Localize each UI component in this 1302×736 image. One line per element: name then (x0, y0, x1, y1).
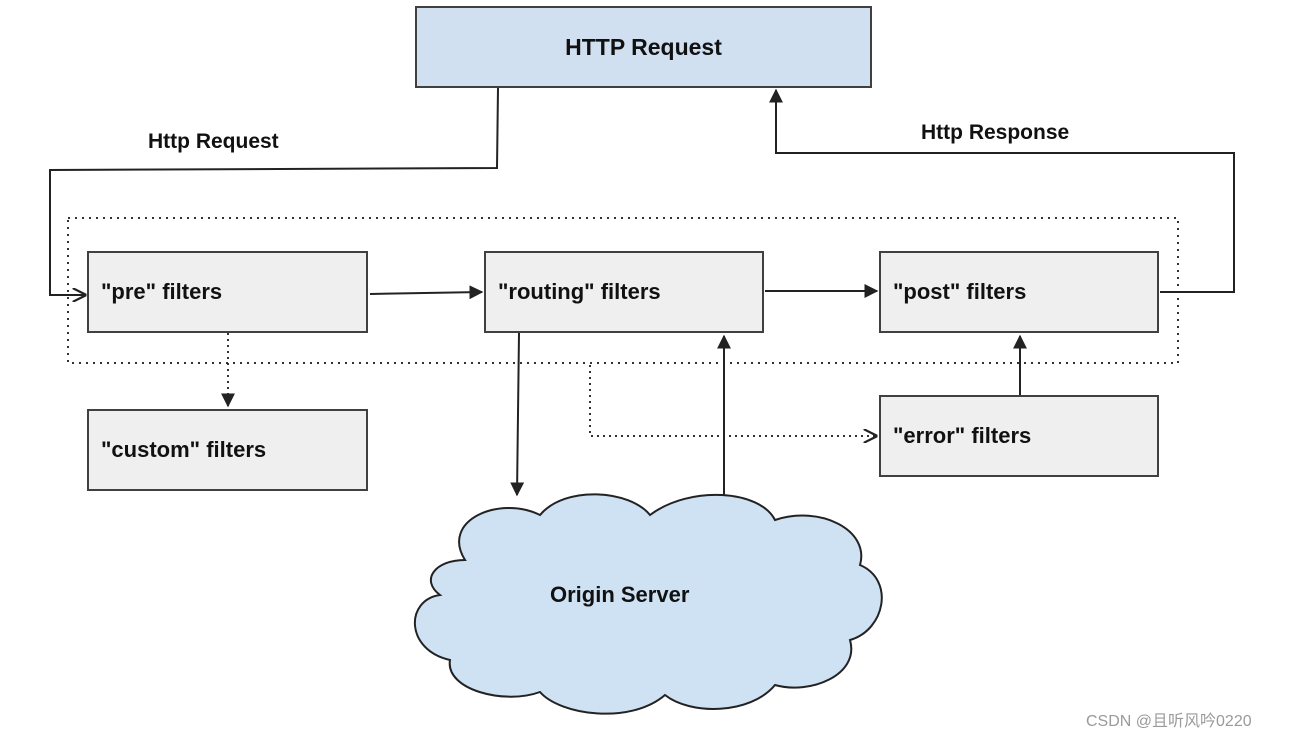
custom-filters-label: "custom" filters (101, 437, 267, 462)
origin-server-label: Origin Server (550, 582, 690, 607)
routing-filters-box: "routing" filters (484, 251, 764, 333)
csdn-watermark: CSDN @且听风吟0220 (1086, 713, 1252, 730)
error-filters-label: "error" filters (893, 423, 1032, 448)
post-filters-label: "post" filters (893, 279, 1027, 304)
to-error-arrow (589, 365, 876, 436)
filter-chain-container (67, 217, 1179, 364)
http-request-edge-label: Http Request (148, 130, 279, 153)
http-request-label: HTTP Request (565, 33, 722, 60)
http-response-edge-label: Http Response (921, 121, 1070, 144)
error-filters-box: "error" filters (879, 395, 1159, 477)
http-request-arrow (49, 87, 499, 295)
pre-to-routing-arrow (369, 285, 484, 300)
http-request-box: HTTP Request (415, 6, 872, 88)
http-response-arrow (769, 88, 1235, 293)
routing-filters-label: "routing" filters (498, 279, 661, 304)
custom-filters-box: "custom" filters (87, 409, 368, 491)
pre-filters-box: "pre" filters (87, 251, 368, 333)
post-filters-box: "post" filters (879, 251, 1159, 333)
origin-server-cloud (414, 493, 883, 715)
pre-filters-label: "pre" filters (101, 279, 223, 304)
routing-to-origin-arrow (510, 332, 525, 497)
